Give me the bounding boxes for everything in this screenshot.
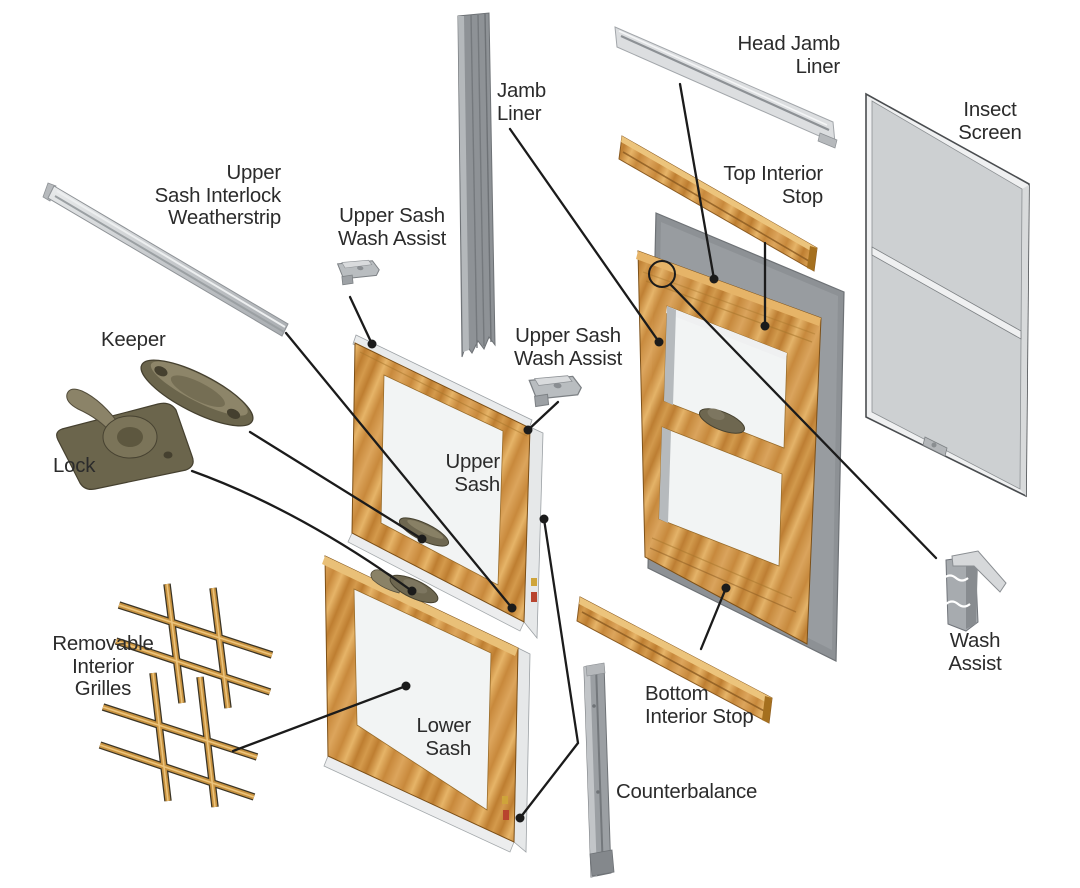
label-lock: Lock xyxy=(53,455,95,478)
grille-lower xyxy=(98,672,259,808)
lower-sash-part xyxy=(322,555,531,853)
leader-lock xyxy=(190,469,414,593)
leader-lines xyxy=(190,82,938,820)
removable-interior-grilles-part xyxy=(98,583,274,808)
label-upper-sash-wash-assist-left: Upper Sash Wash Assist xyxy=(322,205,462,250)
label-line: Counterbalance xyxy=(616,781,758,803)
label-line: Top Interior xyxy=(723,163,823,185)
label-wash-assist: Wash Assist xyxy=(915,630,1035,675)
label-line: Wash Assist xyxy=(513,347,623,370)
grille-upper xyxy=(114,583,274,709)
label-line: Interior Stop xyxy=(645,705,754,728)
leader-detail-to-wash-assist xyxy=(669,283,938,560)
label-line: Weatherstrip xyxy=(168,207,281,230)
label-line: Wash Assist xyxy=(337,227,447,250)
label-line: Assist xyxy=(948,652,1002,675)
label-line: Keeper xyxy=(101,329,166,351)
head-jamb-liner-part xyxy=(614,26,838,149)
top-interior-stop-part xyxy=(618,135,818,272)
insect-screen-part xyxy=(865,92,1030,498)
upper-sash-interlock-weatherstrip-part xyxy=(42,182,289,337)
bottom-interior-stop-part xyxy=(576,596,773,724)
label-line: Liner xyxy=(497,102,542,125)
label-line: Bottom xyxy=(645,683,709,705)
leader-wash-assist-left xyxy=(348,295,374,346)
jamb-liner-part xyxy=(457,12,496,358)
detail-callout-circle xyxy=(648,260,676,288)
label-line: Lower xyxy=(416,715,471,737)
label-line: Wash xyxy=(949,630,1001,652)
label-line: Sash xyxy=(454,473,500,496)
leader-dots xyxy=(367,274,770,823)
label-line: Upper Sash xyxy=(515,325,621,347)
label-upper-sash-interlock-weatherstrip: Upper Sash Interlock Weatherstrip xyxy=(99,162,282,230)
lock-part xyxy=(56,388,194,490)
label-top-interior-stop: Top Interior Stop xyxy=(689,163,823,208)
keeper-part xyxy=(140,359,254,427)
label-upper-sash-wash-assist-right: Upper Sash Wash Assist xyxy=(498,325,638,370)
label-line: Stop xyxy=(781,185,823,208)
leader-weatherstrip xyxy=(284,331,514,610)
label-jamb-liner: Jamb Liner xyxy=(497,80,546,125)
label-line: Liner xyxy=(795,55,841,78)
label-line: Insect xyxy=(963,99,1017,121)
label-line: Sash Interlock xyxy=(154,184,282,207)
upper-sash-wash-assist-left-part xyxy=(334,255,381,291)
label-line: Grilles xyxy=(74,678,132,701)
leader-counterbalance xyxy=(518,517,580,820)
label-upper-sash: Upper Sash xyxy=(415,451,500,496)
label-line: Lock xyxy=(53,455,96,477)
label-lower-sash: Lower Sash xyxy=(391,715,471,760)
label-line: Upper xyxy=(226,162,281,184)
leader-jamb-liner xyxy=(508,127,661,344)
label-removable-interior-grilles: Removable Interior Grilles xyxy=(38,633,168,701)
label-line: Head Jamb xyxy=(737,33,841,55)
label-line: Screen xyxy=(958,121,1022,144)
label-keeper: Keeper xyxy=(101,329,166,352)
leader-wash-assist-right xyxy=(526,400,560,432)
label-line: Jamb xyxy=(497,80,547,102)
label-line: Removable xyxy=(52,633,154,655)
leader-head-jamb-liner xyxy=(678,82,716,281)
label-counterbalance: Counterbalance xyxy=(616,781,757,804)
leader-grilles xyxy=(231,684,408,753)
label-bottom-interior-stop: Bottom Interior Stop xyxy=(645,683,754,728)
label-line: Interior xyxy=(72,655,134,678)
label-line: Upper Sash xyxy=(339,205,445,227)
wash-assist-part xyxy=(943,550,1007,632)
label-line: Sash xyxy=(425,737,471,760)
leader-keeper xyxy=(248,430,424,541)
leader-bottom-interior-stop xyxy=(699,586,728,651)
label-line: Upper xyxy=(445,451,500,473)
counterbalance-part xyxy=(583,662,615,878)
label-insect-screen: Insect Screen xyxy=(930,99,1050,144)
main-frame-assembly xyxy=(636,212,845,662)
label-head-jamb-liner: Head Jamb Liner xyxy=(700,33,841,78)
